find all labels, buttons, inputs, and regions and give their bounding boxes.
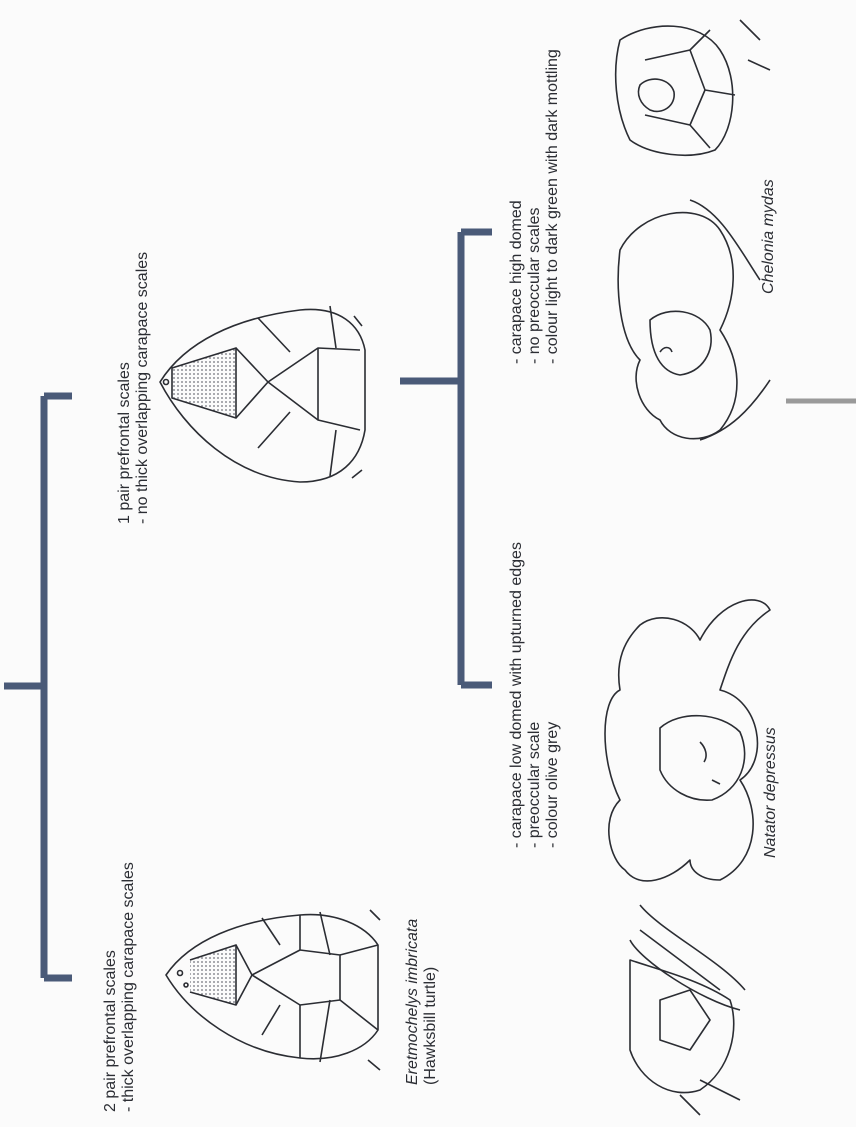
sub-left-line-3: - colour olive grey <box>544 542 562 848</box>
hawksbill-common-name: (Hawksbill turtle) <box>422 919 440 1085</box>
natator-label: Natator depressus <box>762 727 780 858</box>
sub-right-line-3: - colour light to dark green with dark m… <box>544 49 562 364</box>
branch-left-line-1: 2 pair prefrontal scales <box>102 862 120 1112</box>
branch-left-line-2: - thick overlapping carapace scales <box>120 862 138 1112</box>
sub-left-line-1: - carapace low domed with upturned edges <box>508 542 526 848</box>
sub-branch-left-text: - carapace low domed with upturned edges… <box>508 542 562 848</box>
branch-right-line-1: 1 pair prefrontal scales <box>116 252 134 524</box>
hawksbill-label: Eretmochelys imbricata (Hawksbill turtle… <box>404 919 440 1085</box>
branch-right-text: 1 pair prefrontal scales - no thick over… <box>116 252 152 524</box>
sub-right-line-2: - no preoccular scales <box>526 49 544 364</box>
sub-left-line-2: - preoccular scale <box>526 542 544 848</box>
chelonia-label: Chelonia mydas <box>760 179 778 294</box>
sub-branch-right-text: - carapace high domed - no preoccular sc… <box>508 49 562 364</box>
branch-right-line-2: - no thick overlapping carapace scales <box>134 252 152 524</box>
branch-left-text: 2 pair prefrontal scales - thick overlap… <box>102 862 138 1112</box>
species-natator: Natator depressus <box>762 727 780 858</box>
sub-right-line-1: - carapace high domed <box>508 49 526 364</box>
species-chelonia: Chelonia mydas <box>760 179 778 294</box>
species-eretmochelys: Eretmochelys imbricata <box>404 919 422 1085</box>
